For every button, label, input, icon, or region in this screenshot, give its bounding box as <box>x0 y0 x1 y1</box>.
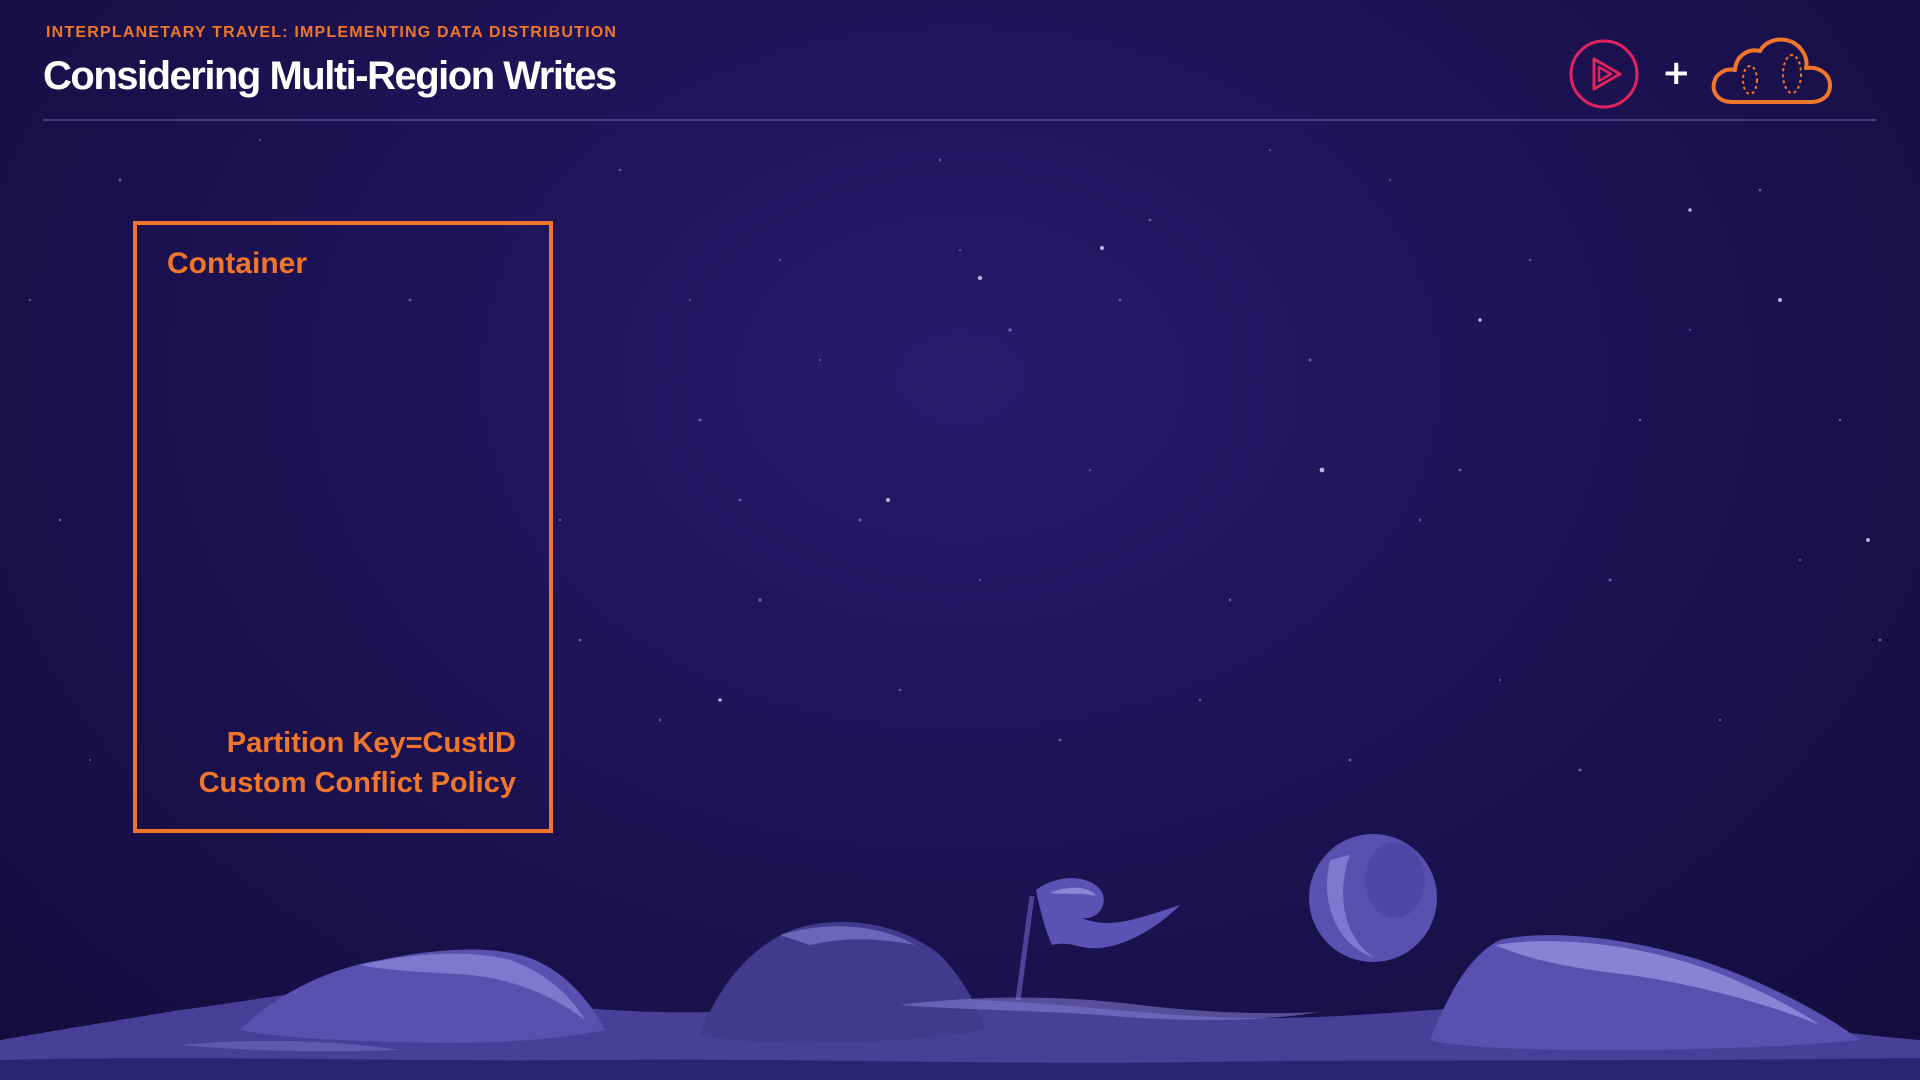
plus-separator: + <box>1662 53 1691 93</box>
cloud-icon <box>1711 37 1833 104</box>
container-properties: Partition Key=CustID Custom Conflict Pol… <box>199 723 516 803</box>
header-divider <box>43 119 1876 121</box>
conflict-policy-label: Custom Conflict Policy <box>198 767 516 799</box>
presentation-subtitle: INTERPLANETARY TRAVEL: IMPLEMENTING DATA… <box>46 24 618 41</box>
partition-key-label: Partition Key=CustID <box>226 727 516 759</box>
play-icon <box>1569 39 1639 109</box>
moon-landscape-illustration <box>0 834 1920 1080</box>
container-label: Container <box>167 247 308 280</box>
container-box: Container Partition Key=CustID Custom Co… <box>133 221 553 833</box>
slide-title: Considering Multi-Region Writes <box>43 54 617 98</box>
